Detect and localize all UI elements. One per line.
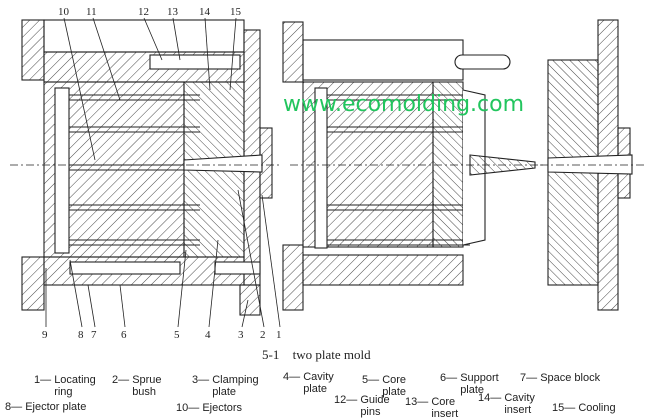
callout-numbers-top: 10 11 12 13 14 15 xyxy=(58,6,242,18)
callout-15: 15 xyxy=(230,6,242,18)
closed-mold-view xyxy=(10,19,280,316)
callout-12: 12 xyxy=(138,6,149,18)
callout-5: 5 xyxy=(174,329,180,341)
legend-item-2: 2— Sprue bush xyxy=(112,374,162,398)
callout-1: 1 xyxy=(276,329,282,341)
callout-10: 10 xyxy=(58,6,70,18)
legend-item-1: 1— Locating ring xyxy=(34,374,96,398)
legend-item-12: 12— Guide pins xyxy=(334,394,390,418)
leader-lines-top xyxy=(63,17,237,161)
legend-item-10: 10— Ejectors xyxy=(176,402,243,414)
callout-9: 9 xyxy=(42,329,48,341)
legend-item-7: 7— Space block xyxy=(520,372,601,384)
caption-text: two plate mold xyxy=(292,347,371,362)
legend-item-6: 6— Support plate xyxy=(440,372,499,396)
callout-numbers-bottom: 9 8 7 6 5 4 3 2 1 xyxy=(42,329,282,341)
legend-item-8: 8— Ejector plate xyxy=(5,401,87,413)
caption-number: 5-1 xyxy=(262,347,280,362)
callout-14: 14 xyxy=(199,6,211,18)
callout-6: 6 xyxy=(121,329,127,341)
legend-item-3: 3— Clamping plate xyxy=(192,374,259,398)
legend-item-13: 13— Core insert xyxy=(405,396,459,420)
legend-item-14: 14— Cavity insert xyxy=(478,392,535,416)
open-mold-view xyxy=(282,21,545,311)
callout-11: 11 xyxy=(86,6,97,18)
figure-caption: 5-1 two plate mold xyxy=(262,347,371,363)
callout-4: 4 xyxy=(205,329,211,341)
leader-lines-bottom xyxy=(45,189,281,328)
legend-item-5: 5— Core plate xyxy=(362,374,407,398)
callout-2: 2 xyxy=(260,329,266,341)
callout-8: 8 xyxy=(78,329,84,341)
callout-3: 3 xyxy=(238,329,244,341)
fixed-half-view xyxy=(540,19,645,311)
legend-item-15: 15— Cooling xyxy=(552,402,616,414)
callout-7: 7 xyxy=(91,329,97,341)
legend-item-4: 4— Cavity plate xyxy=(283,371,334,395)
callout-13: 13 xyxy=(167,6,179,18)
watermark-text: www.ecomolding.com xyxy=(283,92,525,117)
